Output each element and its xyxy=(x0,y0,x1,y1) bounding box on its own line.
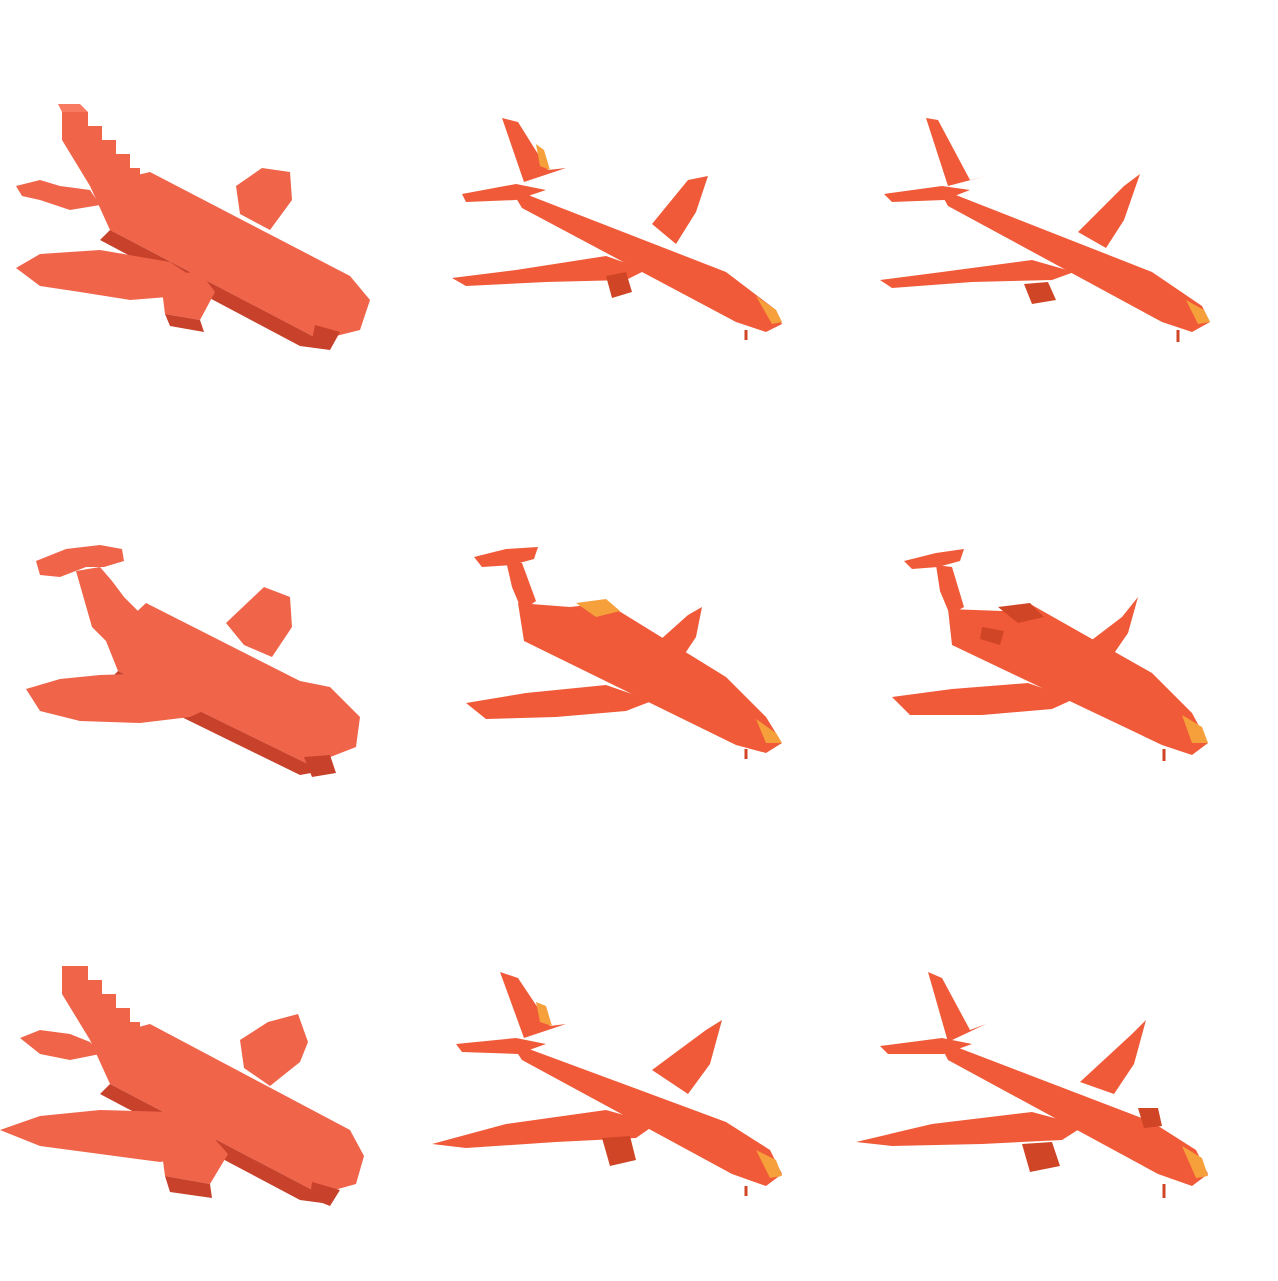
mesh-surface xyxy=(938,188,1210,332)
mesh-surface xyxy=(892,683,1074,715)
voxel-block xyxy=(62,966,140,1040)
mesh-airplane-fine-r3-svg xyxy=(856,972,1208,1198)
voxel-block xyxy=(26,673,220,723)
voxel-block xyxy=(36,545,124,577)
mesh-surface xyxy=(466,685,652,719)
mesh-surface xyxy=(1182,1146,1208,1178)
mesh-surface xyxy=(1022,1142,1060,1172)
mesh-airplane-coarse-r1-svg xyxy=(452,118,782,340)
voxel-block xyxy=(236,168,292,230)
mesh-surface xyxy=(756,719,782,743)
mesh-airplane-fine-r2 xyxy=(852,427,1278,854)
mesh-surface xyxy=(880,260,1074,288)
mesh-surface xyxy=(756,1150,782,1178)
mesh-surface xyxy=(936,565,964,615)
mesh-surface xyxy=(904,549,964,569)
voxel-block xyxy=(160,1136,228,1184)
mesh-surface xyxy=(462,184,546,202)
voxel-block xyxy=(240,1014,308,1086)
mesh-surface xyxy=(980,627,1004,645)
mesh-surface xyxy=(856,1112,1084,1146)
voxel-airplane-r3 xyxy=(0,854,426,1281)
voxel-block xyxy=(106,603,360,765)
mesh-surface xyxy=(998,603,1044,623)
voxel-block xyxy=(16,250,200,300)
mesh-surface xyxy=(1182,715,1208,743)
mesh-airplane-coarse-r2 xyxy=(426,427,852,854)
mesh-surface xyxy=(518,603,782,753)
voxel-airplane-r1-svg xyxy=(16,104,370,350)
mesh-airplane-fine-r2-svg xyxy=(892,549,1208,761)
voxel-airplane-r2-svg xyxy=(26,545,360,777)
mesh-surface xyxy=(756,296,782,324)
mesh-surface xyxy=(452,256,646,286)
mesh-surface xyxy=(928,972,986,1042)
voxel-block xyxy=(304,755,336,777)
mesh-surface xyxy=(502,118,566,182)
mesh-airplane-fine-r3 xyxy=(852,854,1278,1281)
mesh-surface xyxy=(926,118,986,186)
mesh-surface xyxy=(474,547,538,567)
mesh-airplane-coarse-r1 xyxy=(426,0,852,427)
voxel-block xyxy=(16,180,100,210)
voxel-block xyxy=(165,1176,212,1198)
voxel-airplane-r2 xyxy=(0,427,426,854)
mesh-surface xyxy=(510,1042,782,1186)
mesh-surface xyxy=(536,1002,552,1026)
mesh-surface xyxy=(1186,300,1210,324)
mesh-airplane-fine-r1 xyxy=(852,0,1278,427)
voxel-block xyxy=(20,1030,100,1060)
mesh-surface xyxy=(576,599,620,617)
mesh-surface xyxy=(1138,1108,1162,1128)
voxel-airplane-r1 xyxy=(0,0,426,427)
mesh-airplane-coarse-r3-svg xyxy=(432,972,782,1196)
voxel-block xyxy=(58,104,88,112)
voxel-block xyxy=(160,272,215,320)
mesh-surface xyxy=(652,1020,722,1094)
mesh-surface xyxy=(1080,597,1138,665)
voxel-airplane-r3-svg xyxy=(0,966,364,1206)
voxel-block xyxy=(310,1182,340,1206)
voxel-block xyxy=(90,172,370,340)
voxel-block xyxy=(165,314,204,332)
voxel-block xyxy=(90,1024,364,1194)
mesh-surface xyxy=(602,1136,636,1166)
mesh-surface xyxy=(510,188,782,332)
mesh-surface xyxy=(500,972,566,1038)
mesh-surface xyxy=(652,176,708,244)
mesh-surface xyxy=(938,1040,1208,1186)
mesh-surface xyxy=(1024,282,1056,304)
mesh-surface xyxy=(948,605,1208,755)
mesh-surface xyxy=(606,272,632,298)
mesh-surface xyxy=(1078,174,1140,248)
mesh-airplane-coarse-r2-svg xyxy=(466,547,782,759)
voxel-block xyxy=(312,325,340,350)
mesh-airplane-fine-r1-svg xyxy=(880,118,1210,342)
mesh-airplane-coarse-r3 xyxy=(426,854,852,1281)
mesh-surface xyxy=(536,144,550,170)
voxel-block xyxy=(62,112,140,186)
mesh-surface xyxy=(1080,1020,1146,1094)
mesh-surface xyxy=(506,561,536,611)
mesh-surface xyxy=(650,607,702,667)
mesh-surface xyxy=(432,1110,656,1148)
voxel-block xyxy=(226,587,292,657)
